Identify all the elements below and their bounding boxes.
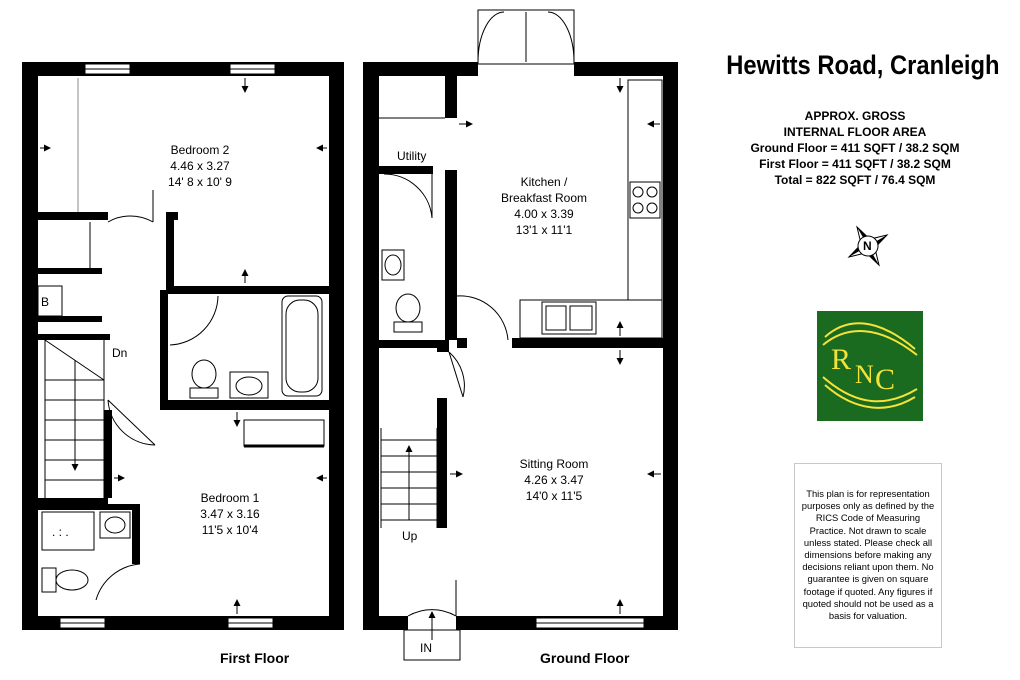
area-first-floor: First Floor = 411 SQFT / 38.2 SQM xyxy=(759,157,951,171)
kitchen-metric: 4.00 x 3.39 xyxy=(514,207,574,221)
stairs-up-label: Up xyxy=(402,529,418,543)
bedroom1-imperial: 11'5 x 10'4 xyxy=(202,523,259,537)
floor-area-summary: APPROX. GROSS INTERNAL FLOOR AREA Ground… xyxy=(740,108,970,188)
disclaimer-text: This plan is for representation purposes… xyxy=(801,488,935,622)
compass-icon xyxy=(847,225,889,267)
agency-logo: R N C xyxy=(817,311,923,421)
sitting-room-imperial: 14'0 x 11'5 xyxy=(526,489,583,503)
disclaimer-box: This plan is for representation purposes… xyxy=(794,463,942,648)
area-ground-floor: Ground Floor = 411 SQFT / 38.2 SQM xyxy=(750,141,960,155)
svg-text:. : .: . : . xyxy=(52,525,69,539)
sitting-room-name: Sitting Room xyxy=(520,457,589,471)
area-total: Total = 822 SQFT / 76.4 SQM xyxy=(774,173,936,187)
ground-floor-plan: Up IN Utility Kitchen / Breakfast Room 4… xyxy=(363,9,678,661)
area-heading-line2: INTERNAL FLOOR AREA xyxy=(783,125,927,139)
compass-north-label: N xyxy=(863,239,872,253)
stairs-down-label: Dn xyxy=(112,346,127,360)
kitchen-imperial: 13'1 x 11'1 xyxy=(516,223,573,237)
bedroom2-name: Bedroom 2 xyxy=(171,143,230,157)
logo-letter-r: R xyxy=(831,343,851,376)
first-floor-plan: B Dn xyxy=(22,62,344,630)
sitting-room-metric: 4.26 x 3.47 xyxy=(524,473,584,487)
kitchen-name-line2: Breakfast Room xyxy=(501,191,587,205)
ground-floor-label: Ground Floor xyxy=(540,650,630,666)
utility-label: Utility xyxy=(397,149,426,163)
area-heading-line1: APPROX. GROSS xyxy=(804,109,906,123)
property-title: Hewitts Road, Cranleigh xyxy=(726,50,1000,80)
bedroom1-name: Bedroom 1 xyxy=(201,491,260,505)
logo-letter-n: N xyxy=(855,360,874,389)
first-floor-label: First Floor xyxy=(220,650,290,666)
kitchen-name-line1: Kitchen / xyxy=(521,175,568,189)
entrance-label: IN xyxy=(420,641,432,655)
boiler-label: B xyxy=(41,295,49,309)
bedroom1-metric: 3.47 x 3.16 xyxy=(200,507,260,521)
logo-letter-c: C xyxy=(875,363,895,396)
bedroom2-imperial: 14' 8 x 10' 9 xyxy=(168,175,232,189)
bedroom2-metric: 4.46 x 3.27 xyxy=(170,159,230,173)
